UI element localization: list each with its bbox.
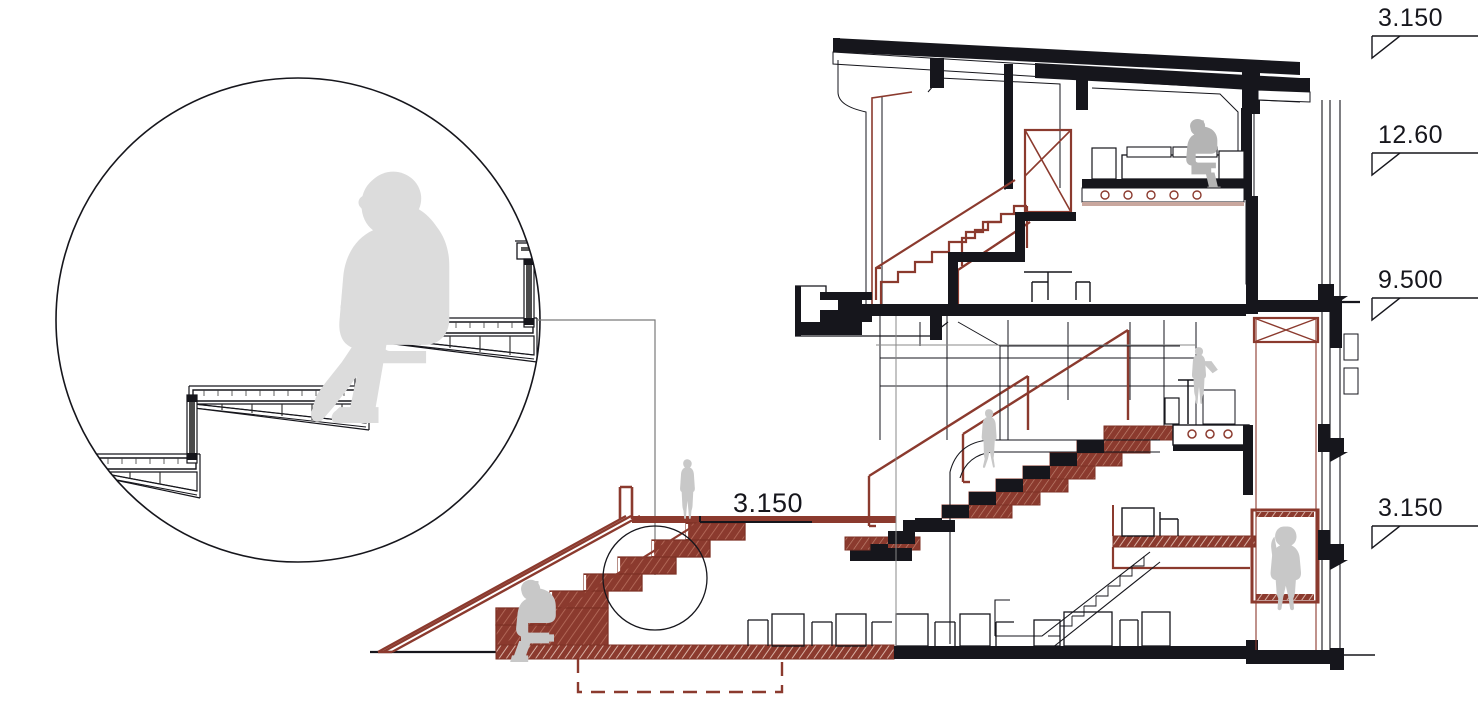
- mezzanine-red-slab: [1111, 505, 1256, 570]
- cross-braced-panel-upper: [1023, 128, 1073, 214]
- counter-with-hob: [1164, 379, 1253, 495]
- level-markers-group: 3.150 12.60 9.500 3.150: [1371, 4, 1478, 550]
- lower-stair-treads: [495, 522, 746, 651]
- figure-seated-detail: [311, 171, 450, 423]
- upper-col-right: [1241, 108, 1252, 200]
- figure-walking-stair: [981, 409, 997, 468]
- mid-stair-flight: [844, 328, 1191, 561]
- upper-col: [1004, 64, 1013, 189]
- detail-riser-post-lower: [186, 394, 198, 464]
- figure-standing-landing: [680, 459, 695, 519]
- upper-red-wall-line: [871, 91, 913, 196]
- marker-level-3-label: 3.150: [1378, 494, 1443, 522]
- ground-level-seating: [747, 611, 1171, 647]
- lower-entry-stair: [377, 485, 896, 694]
- detail-leader-line: [536, 319, 656, 575]
- detail-stair-step-lower: [90, 453, 201, 499]
- marker-level-3: 3.150: [1371, 494, 1478, 550]
- ground-floor-slab: [894, 640, 1344, 670]
- marker-level-12: 12.60: [1371, 121, 1478, 177]
- mid-level-slabs: [795, 212, 1246, 340]
- elevator-shaft: [1250, 316, 1320, 650]
- right-facade-mullions: [1318, 100, 1359, 660]
- marker-roof: 3.150: [1371, 4, 1478, 60]
- detail-circle-outline: [55, 77, 541, 563]
- figure-elevator: [1270, 526, 1302, 611]
- stair-detail-callout: [55, 77, 656, 575]
- marker-level-9: 9.500: [1371, 266, 1478, 322]
- stair-stringer: [495, 521, 701, 651]
- dining-set-mid: [1024, 271, 1091, 302]
- building-section: [747, 38, 1360, 670]
- mid-slab-right-extension: [1246, 196, 1360, 348]
- bedroom: [1082, 118, 1245, 193]
- marker-level-9-label: 9.500: [1378, 266, 1443, 294]
- marker-level-12-label: 12.60: [1378, 121, 1443, 149]
- figure-seated-lowstair: [510, 579, 556, 662]
- interior-level-rule: [699, 516, 812, 523]
- marker-roof-label: 3.150: [1378, 4, 1443, 32]
- ceiling-light-strip: [1081, 187, 1245, 206]
- ground-slab-hatched: [495, 644, 895, 660]
- ramp-handrail-lines: [377, 514, 641, 654]
- landing-slab-3150: [632, 516, 896, 523]
- roof-assembly: [832, 38, 1311, 285]
- ramp-end-post: [618, 485, 634, 519]
- lower-outline: [919, 321, 1180, 440]
- detail-circle-contents: [90, 171, 540, 499]
- interior-level-marker: 3.150: [699, 488, 812, 523]
- stair-detail-target: [602, 525, 708, 631]
- dashed-footing-below: [576, 659, 784, 694]
- thin-context-lines: [876, 316, 1196, 646]
- mid-storey-interior: [879, 316, 1197, 440]
- figure-standing-counter: [1191, 347, 1218, 404]
- interior-level-label: 3.150: [733, 488, 803, 518]
